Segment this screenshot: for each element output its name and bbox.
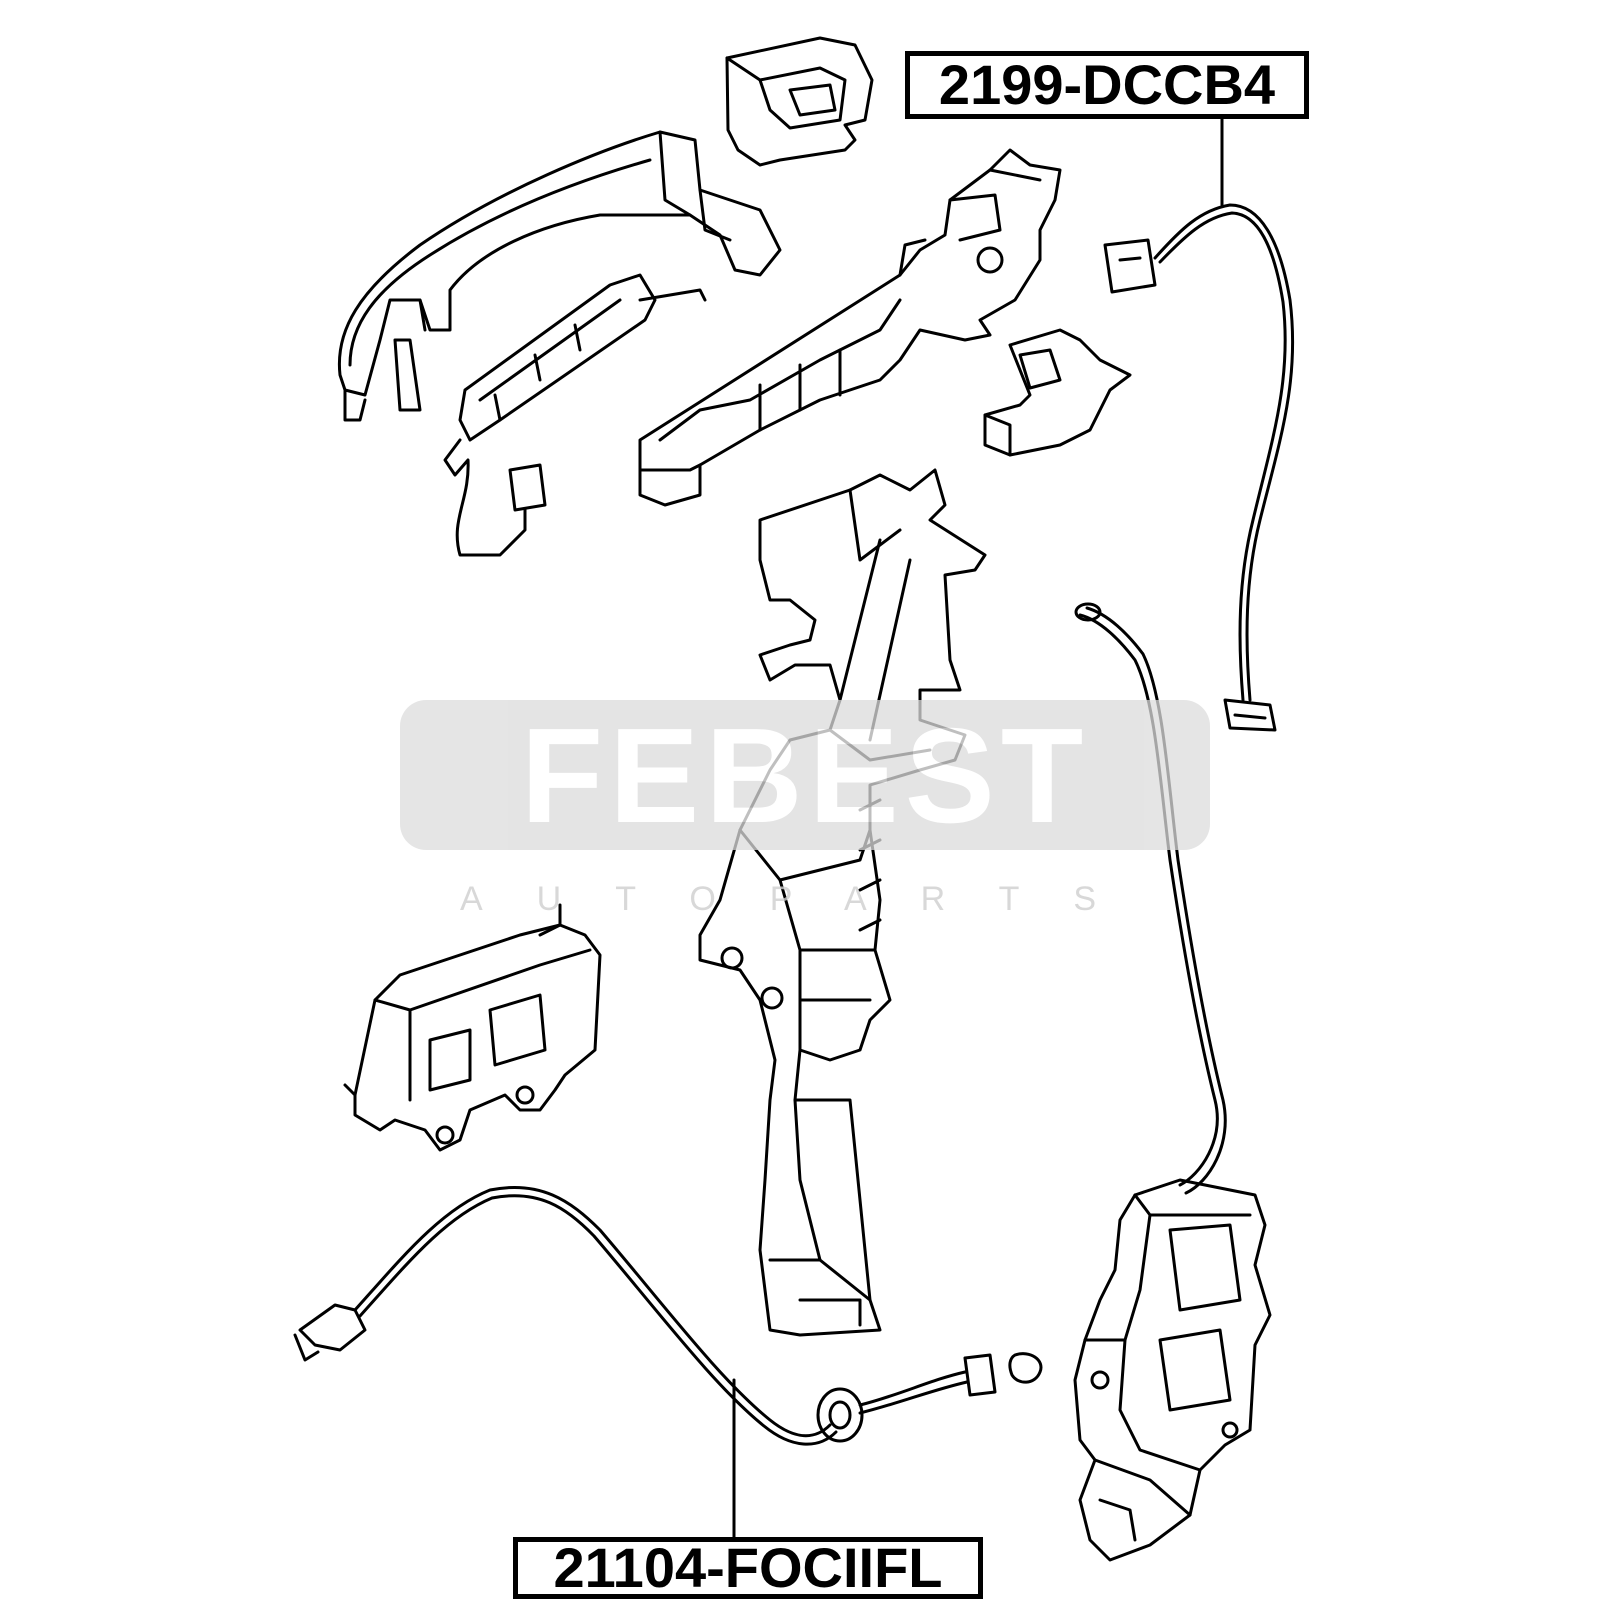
part-number-label-top: 2199-DCCB4 [905,51,1309,119]
handle-bracket [638,148,1062,507]
lock-rod [1074,602,1227,1195]
cable-21104-fociifl [293,1185,1043,1446]
cable-2199-dccb4 [1103,203,1295,732]
lock-carrier-bracket [698,468,987,1337]
outer-door-handle [337,130,782,422]
door-lock-actuator [1073,1178,1272,1562]
handle-sensor-insert [443,273,707,557]
part-number-label-bottom: 21104-FOCIIFL [513,1537,983,1599]
handle-end-cap [725,36,874,167]
retaining-clip [983,328,1132,457]
inner-door-handle [343,903,602,1152]
